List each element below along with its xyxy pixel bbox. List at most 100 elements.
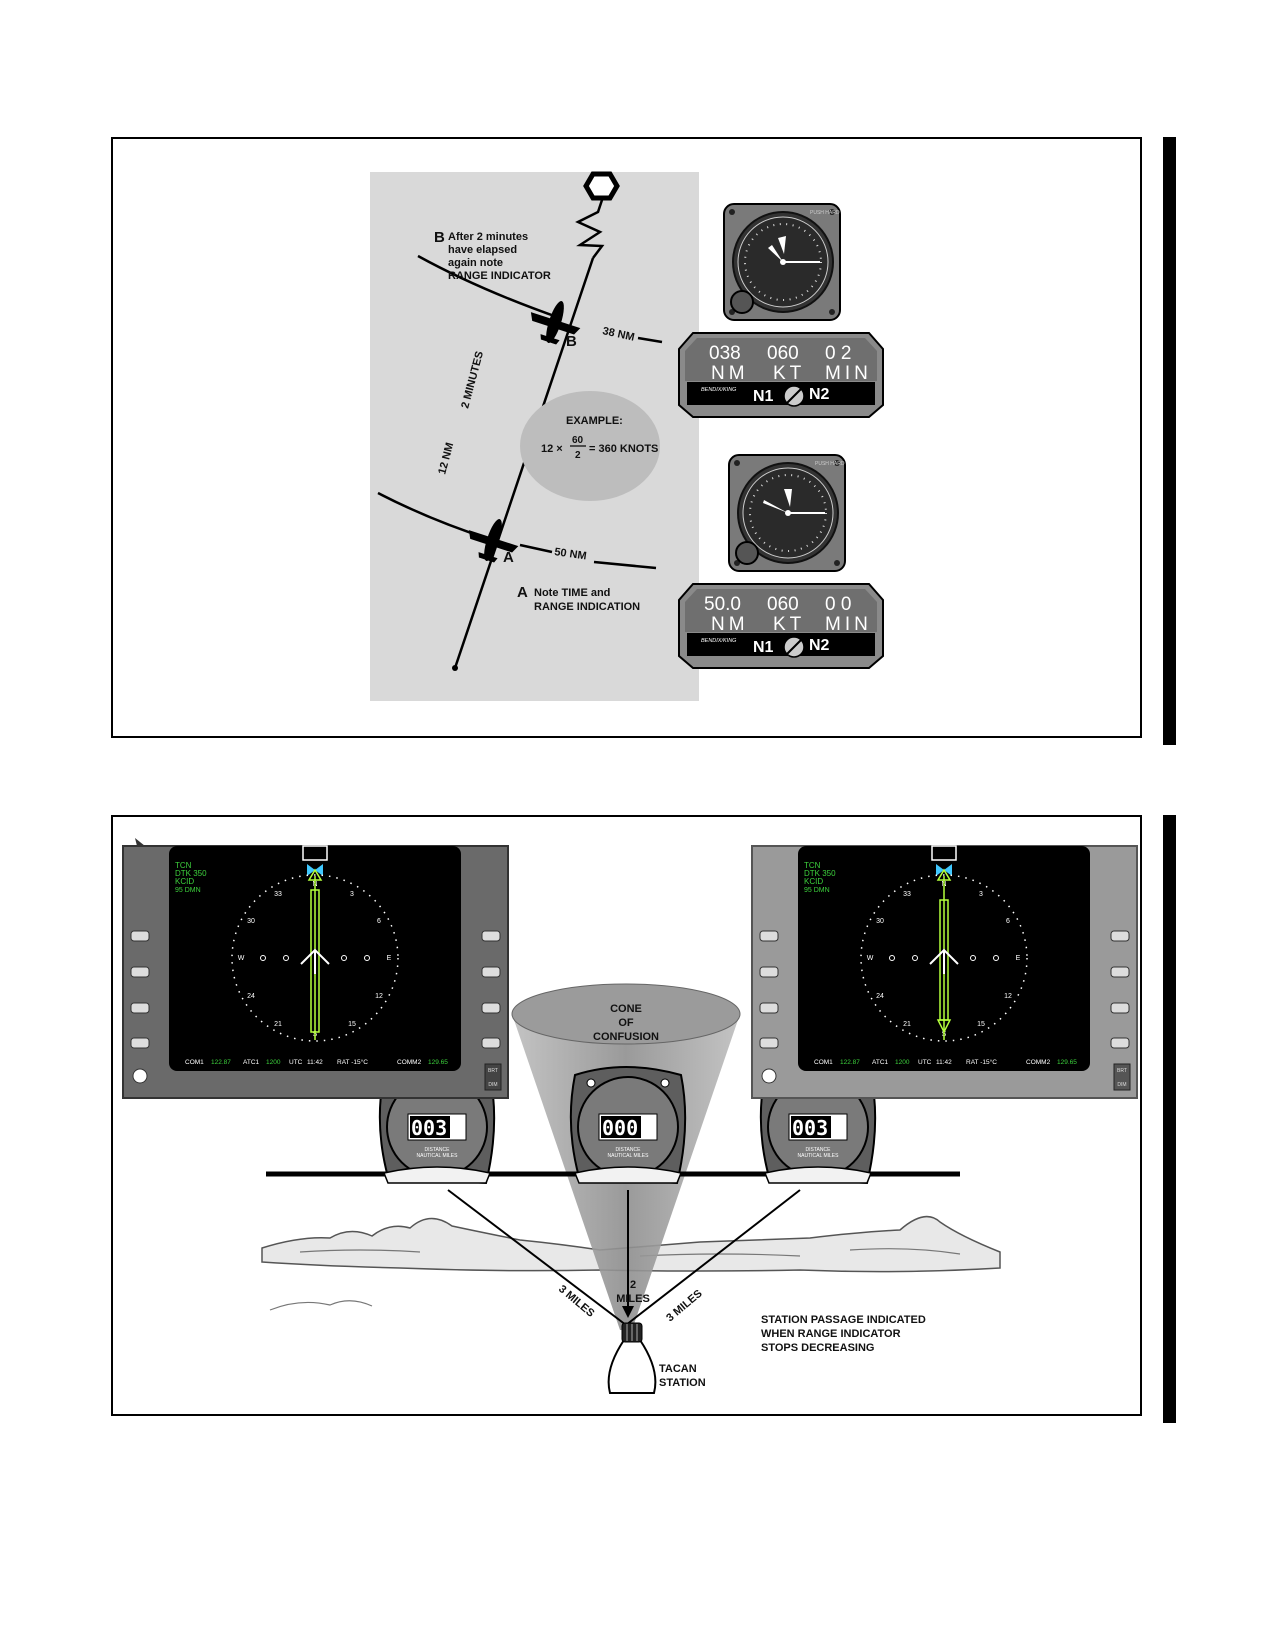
range-indicator-center-l1: DISTANCE [616,1147,642,1153]
dist-a-label: 50 NM [554,546,588,562]
mfd-left-compass-33: 33 [274,891,282,898]
dme-lower-nm: 50.0 [704,594,741,615]
range-indicator-right-l2: NAUTICAL MILES [798,1153,840,1159]
dme-upper-unit-min: MIN [825,363,872,384]
mfd-right-compass-w: W [867,955,874,962]
mfd-right-brt: BRT [1117,1068,1127,1074]
mfd-right-header-3: KCID [804,877,823,886]
dme-lower-unit-nm: NM [711,614,749,635]
mfd-right-compass-15: 15 [977,1021,985,1028]
plane-b-letter: B [566,333,577,350]
mfd-left-compass-w: W [238,955,245,962]
mfd-left-utc-label: UTC [289,1059,303,1066]
dme-upper-n2: N2 [809,386,830,403]
example-num: 60 [572,435,584,446]
label-b-line2: have elapsed [448,244,517,256]
mfd-right-utc-label: UTC [918,1059,932,1066]
mfd-left-header-1: TCN [175,861,192,870]
mfd-left-header-2: DTK 350 [175,869,207,878]
example-title: EXAMPLE: [566,415,623,427]
mfd-right-rat: RAT -15°C [966,1058,997,1066]
range-indicator-left-l1: DISTANCE [425,1147,451,1153]
dme-upper-brand: BENDIX/KING [701,387,737,393]
example-den: 2 [575,450,581,461]
mfd-right-atc1-label: ATC1 [872,1059,889,1066]
mfd-right-compass-e: E [1016,955,1021,962]
label-b-letter: B [434,229,445,246]
mfd-left-compass-e: E [387,955,392,962]
mfd-left-atc1-label: ATC1 [243,1059,260,1066]
mfd-right-com1-label: COM1 [814,1059,833,1066]
mfd-right-compass-24: 24 [876,993,884,1000]
mfd-right-atc1: 1200 [895,1059,910,1066]
label-a-line2: RANGE INDICATION [534,601,640,613]
range-indicator-right-l1: DISTANCE [806,1147,832,1153]
tacan-station-passage-diagram: 003 DISTANCE NAUTICAL MILES 000 DISTANCE… [122,838,1138,1394]
mfd-left-rat: RAT -15°C [337,1058,368,1066]
dme-lower-unit-kt: KT [773,614,805,635]
label-b-line3: again note [448,257,503,269]
mfd-right: BRT DIM TCN DTK 350 KCID 95 DMN N 3 6 E … [751,845,1138,1099]
mfd-right-comm2: 129.65 [1057,1059,1077,1066]
mfd-left-brt: BRT [488,1068,498,1074]
change-bar-top [1163,137,1176,745]
mfd-right-compass-6: 6 [1006,918,1010,925]
mfd-left-com1: 122.87 [211,1059,231,1066]
change-bar-bottom [1163,815,1176,1423]
dme-lower-brand: BENDIX/KING [701,638,737,644]
mfd-left-atc1: 1200 [266,1059,281,1066]
range-indicator-center-l2: NAUTICAL MILES [608,1153,650,1159]
mfd-right-dim: DIM [1117,1082,1126,1088]
cone-label-1: CONE [610,1003,642,1015]
example-lead: 12 × [541,443,563,455]
aircraft-a-icon [468,518,519,563]
dme-lower: 50.0 060 0 0 NM KT MIN BENDIX/KING N1 N2 [678,583,884,669]
mfd-right-utc: 11:42 [936,1059,952,1066]
tacan-label-1: TACAN [659,1363,697,1375]
example-result: = 360 KNOTS [589,443,658,455]
dme-upper-nm: 038 [709,343,741,364]
station-passage-3: STOPS DECREASING [761,1342,875,1354]
range-indicator-center: 000 DISTANCE NAUTICAL MILES [569,1066,687,1185]
mfd-right-compass-3: 3 [979,891,983,898]
mfd-left-header-3: KCID [175,877,194,886]
dme-groundspeed-diagram: B After 2 minutes have elapsed again not… [370,171,884,701]
plane-a-letter: A [503,549,514,566]
mfd-right-header-2: DTK 350 [804,869,836,878]
mfd-right-com1: 122.87 [840,1059,860,1066]
clock-lower-brand: PUSH HARD [815,461,845,467]
range-indicator-right-value: 003 [792,1116,828,1140]
mfd-left-compass-21: 21 [274,1021,282,1028]
mfd-left-compass-12: 12 [375,993,383,1000]
mfd-right-compass-30: 30 [876,918,884,925]
mfd-left-compass-30: 30 [247,918,255,925]
dme-lower-kt: 060 [767,594,799,615]
two-miles-2: MILES [616,1293,650,1305]
dme-upper-selector-knob[interactable] [783,385,805,407]
mfd-left-header-4: 95 DMN [175,887,201,894]
label-a-line1: Note TIME and [534,587,610,599]
dme-upper-min: 0 2 [825,343,851,364]
mfd-left-comm2-label: COMM2 [397,1059,422,1066]
two-miles-1: 2 [630,1279,636,1291]
dme-lower-unit-min: MIN [825,614,872,635]
range-indicator-left-value: 003 [411,1116,447,1140]
dme-lower-n1: N1 [753,639,774,656]
dme-upper-unit-nm: NM [711,363,749,384]
three-miles-right: 3 MILES [664,1288,704,1325]
clock-upper-brand: PUSH HARD [810,210,840,216]
label-b-line1: After 2 minutes [448,231,528,243]
label-b-line4: RANGE INDICATOR [448,270,551,282]
dme-lower-n2: N2 [809,637,830,654]
cone-label-2: OF [618,1017,634,1029]
dme-upper: 038 060 0 2 NM KT MIN BENDIX/KING N1 N2 [678,332,884,418]
mfd-left-utc: 11:42 [307,1059,323,1066]
dme-lower-selector-knob[interactable] [783,636,805,658]
mfd-left-compass-6: 6 [377,918,381,925]
vortac-station-icon [583,171,620,201]
mfd-left-compass-15: 15 [348,1021,356,1028]
mfd-left-dim: DIM [488,1082,497,1088]
mfd-left-com1-label: COM1 [185,1059,204,1066]
mfd-right-compass-21: 21 [903,1021,911,1028]
dme-upper-n1: N1 [753,388,774,405]
